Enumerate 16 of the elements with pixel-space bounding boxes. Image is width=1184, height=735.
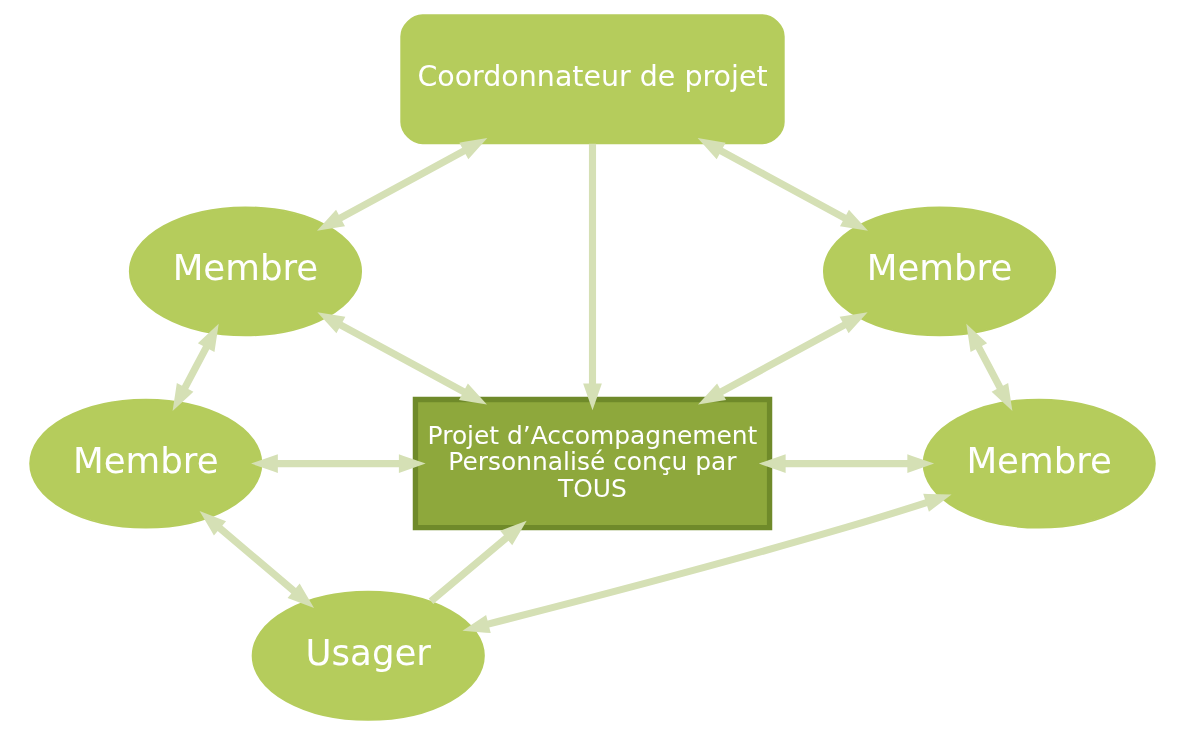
- arrow: [758, 454, 934, 473]
- arrow: [316, 138, 487, 231]
- node-box: Coordonnateur de projet: [399, 14, 785, 145]
- arrow: [461, 493, 952, 634]
- arrow: [965, 323, 1012, 412]
- arrow: [250, 454, 426, 473]
- arrow: [316, 312, 487, 405]
- arrow: [697, 312, 868, 405]
- node-box: Projet d’Accompagnement Personnalisé conçu par TOUS: [412, 396, 772, 531]
- arrow: [582, 143, 602, 411]
- arrow: [172, 323, 219, 412]
- arrow: [697, 138, 868, 231]
- node-ellipse: Membre: [28, 398, 262, 529]
- node-ellipse: Usager: [251, 590, 485, 721]
- arrow: [428, 520, 527, 604]
- arrow: [199, 510, 314, 609]
